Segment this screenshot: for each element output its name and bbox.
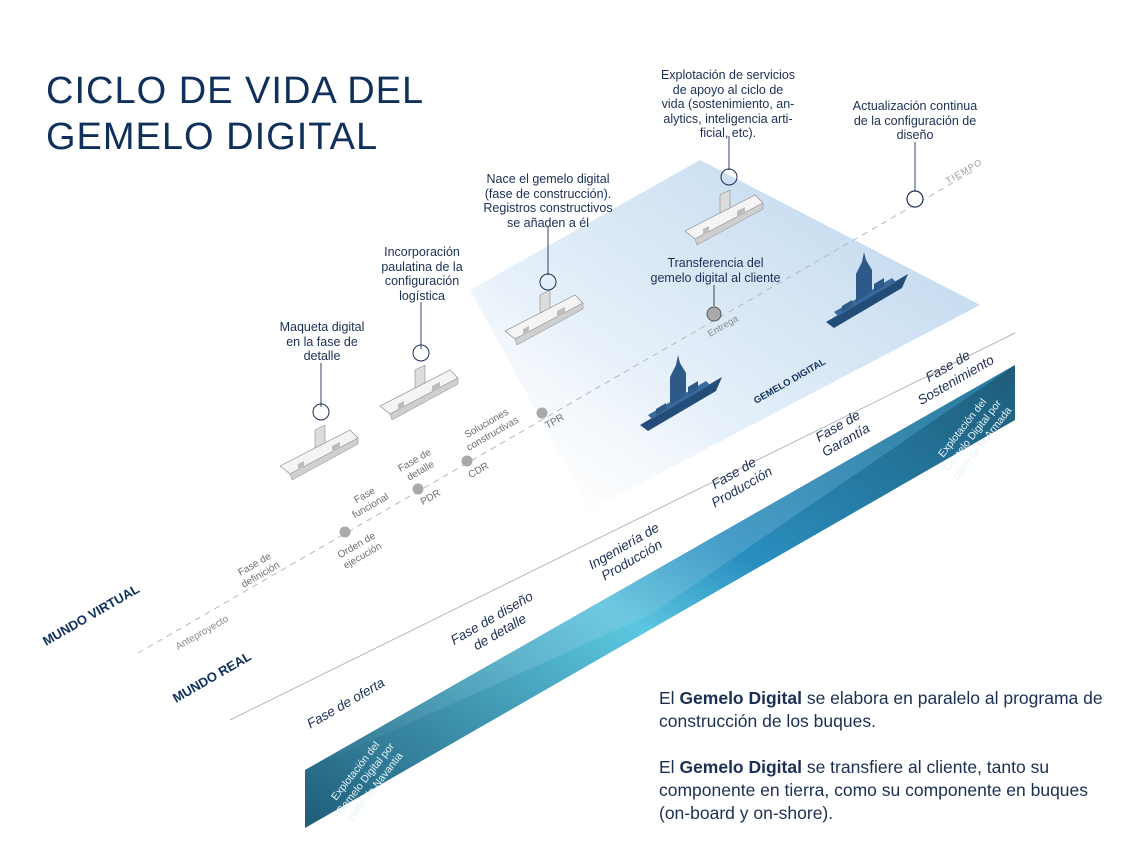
desc1-bold: Gemelo Digital: [679, 688, 802, 708]
mundo-virtual-label: MUNDO VIRTUAL: [40, 581, 142, 649]
desc2-pre: El: [659, 757, 680, 777]
desc1-pre: El: [659, 688, 680, 708]
milestone-dot-cdr: [461, 455, 473, 467]
annotation-line: paulatina de la: [381, 259, 463, 274]
annotation-line: Maqueta digital: [279, 320, 365, 334]
magnifier-icon: [720, 168, 738, 186]
magnifier-icon: [412, 344, 430, 362]
annotation-line: Transferencia del: [667, 256, 764, 270]
annotation-nace: Nace el gemelo digital(fase de construcc…: [473, 172, 623, 230]
digital-twin-plane: [470, 160, 980, 510]
milestone-dot-update: [906, 190, 924, 208]
annotation-line: diseño: [896, 128, 934, 142]
mundo-real-label: MUNDO REAL: [170, 649, 254, 706]
title-line-1: CICLO DE VIDA DEL: [46, 70, 425, 112]
desc2-bold: Gemelo Digital: [679, 757, 802, 777]
description-paragraph-1: El Gemelo Digital se elabora en paralelo…: [659, 687, 1119, 733]
ship-block-model-icon: [379, 344, 459, 421]
annotation-line: Incorporación: [384, 245, 460, 259]
magnifier-icon: [539, 273, 557, 291]
ship-block-model-icon: [279, 403, 359, 481]
anteproyecto-label: Anteproyecto: [174, 613, 231, 652]
description-paragraph-2: El Gemelo Digital se transfiere al clien…: [659, 756, 1119, 825]
ship-icon: [640, 355, 722, 431]
annotation-line: de apoyo al ciclo de: [672, 82, 784, 97]
milestone-dot-tpr: [536, 407, 548, 419]
ship-icon: [826, 252, 908, 328]
ship-block-model-icon: [684, 168, 764, 246]
annotation-line: configuración: [384, 274, 460, 288]
annotation-line: de la configuración de: [853, 113, 977, 128]
annotation-line: gemelo digital al cliente: [650, 270, 781, 285]
title-line-2: GEMELO DIGITAL: [46, 116, 379, 158]
virtual-timeline: [137, 169, 976, 654]
magnifier-icon: [312, 403, 330, 421]
annotation-line: en la fase de: [286, 334, 358, 349]
annotation-line: logística: [399, 288, 445, 303]
virtual-phase-label: Solucionesconstructivas: [459, 404, 521, 453]
tiempo-label: TIEMPO: [944, 157, 984, 186]
real-phase-label-line: Fase de oferta: [304, 675, 387, 732]
annotation-line: alytics, inteligencia arti-: [663, 111, 793, 126]
annotation-line: Nace el gemelo digital: [486, 172, 610, 186]
desc1-post: se elabora en paralelo al programa de co…: [659, 688, 1103, 731]
virtual-phase-label: Fasefuncional: [345, 481, 391, 521]
real-phase-label: Fase deProducción: [701, 450, 775, 511]
annotation-line: Explotación de servicios: [660, 68, 796, 82]
annotation-line: se añaden a él: [506, 215, 589, 230]
real-world-line: [229, 332, 1016, 721]
ribbon-wedge: [305, 365, 1015, 770]
real-phase-label: Fase de oferta: [304, 675, 387, 732]
milestone-dot-orden: [339, 526, 351, 538]
annotation-line: Registros constructivos: [483, 201, 613, 215]
page-title: CICLO DE VIDA DEL GEMELO DIGITAL: [46, 68, 476, 160]
annotation-line: Actualización continua: [852, 99, 978, 113]
virtual-phase-label: Fase dedefinición: [234, 550, 282, 591]
milestone-dot-entrega: [706, 306, 722, 322]
annotation-line: (fase de construcción).: [484, 186, 612, 201]
milestone-dot-pdr: [412, 483, 424, 495]
annotation-line: vida (sostenimiento, an-: [661, 97, 795, 111]
ship-block-model-icon: [504, 273, 584, 346]
annotation-line: detalle: [303, 349, 341, 363]
desc2-post: se transfiere al cliente, tanto su compo…: [659, 757, 1089, 823]
virtual-phase-label: Fase dedetalle: [396, 447, 439, 485]
annotation-line: ficial, etc).: [699, 126, 757, 140]
